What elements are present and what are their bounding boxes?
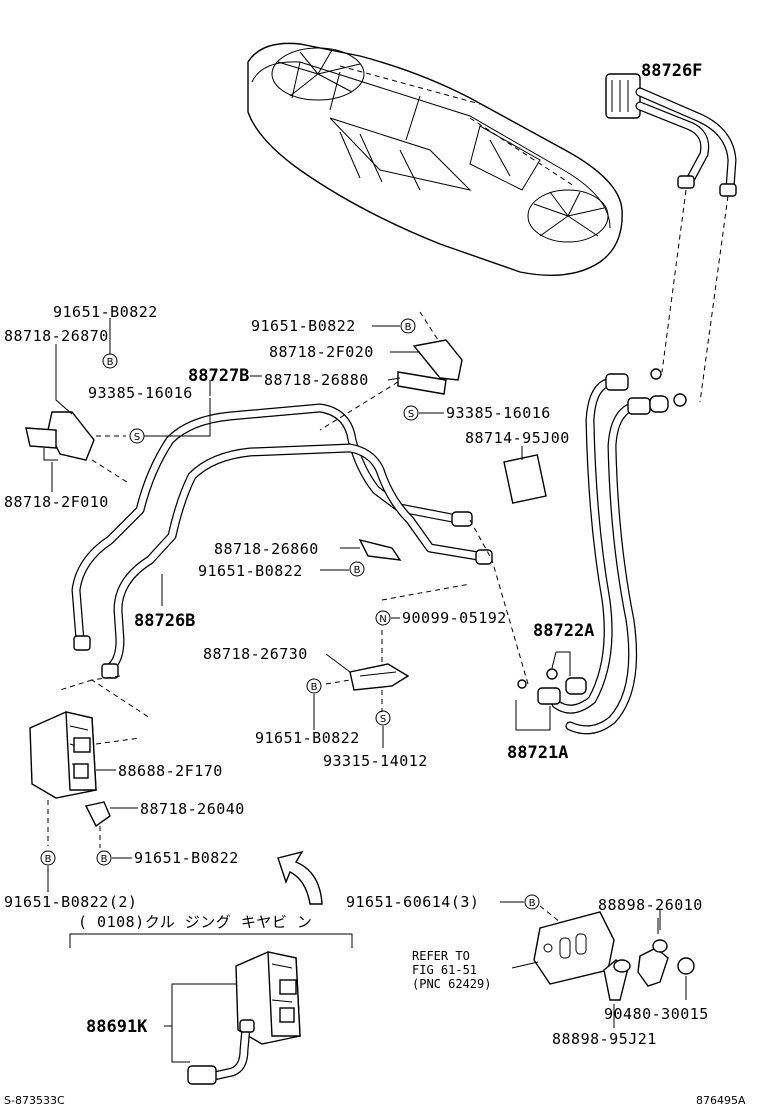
cruising-cabin-note: ( 0108)クル ジング キヤビ ン — [78, 913, 312, 931]
label-88722A: 88722A — [533, 621, 594, 641]
clamp-left — [25, 411, 131, 485]
cabin-bracket — [69, 933, 353, 948]
symbol-badges: B S B S B N B S B B B — [40, 318, 540, 910]
bolt-badge: B — [96, 850, 112, 866]
label-91651-B0822: 91651-B0822 — [198, 562, 303, 580]
svg-text:B: B — [45, 854, 52, 865]
label-88718-2F020: 88718-2F020 — [269, 343, 374, 361]
svg-text:B: B — [529, 898, 536, 909]
svg-text:N: N — [379, 614, 386, 625]
evaporator-unit — [247, 42, 623, 276]
screw-badge: S — [375, 710, 391, 726]
svg-text:S: S — [408, 409, 414, 420]
label-88718-26040: 88718-26040 — [140, 800, 245, 818]
label-91651-B0822: 91651-B0822 — [53, 303, 158, 321]
label-93385-16016: 93385-16016 — [88, 384, 193, 402]
hose-88726F — [605, 73, 737, 403]
label-91651-B0822: 91651-B0822 — [134, 849, 239, 867]
label-93385-16016: 93385-16016 — [446, 404, 551, 422]
label-88718-26860: 88718-26860 — [214, 540, 319, 558]
label-93315-14012: 93315-14012 — [323, 752, 428, 770]
label-90480-30015: 90480-30015 — [604, 1005, 709, 1023]
label-refer-to: REFER TO — [412, 949, 470, 963]
clamp-lower — [325, 583, 471, 712]
screw-badge: S — [403, 405, 419, 421]
svg-text:B: B — [101, 854, 108, 865]
label-refer-fig: FIG 61-51 — [412, 963, 477, 977]
label-88721A: 88721A — [507, 743, 568, 763]
label-90099-05192: 90099-05192 — [402, 609, 507, 627]
nut-badge: N — [375, 610, 391, 626]
bolt-badge: B — [524, 894, 540, 910]
bolt-badge: B — [102, 353, 118, 369]
label-88898-95J21: 88898-95J21 — [552, 1030, 657, 1048]
screw-badge: S — [129, 428, 145, 444]
label-88727B: 88727B — [188, 366, 249, 386]
label-88718-26730: 88718-26730 — [203, 645, 308, 663]
label-91651-B0822-2: 91651-B0822(2) — [4, 893, 137, 911]
svg-text:B: B — [405, 322, 412, 333]
label-91651-B0822: 91651-B0822 — [255, 729, 360, 747]
label-91651-60614-3: 91651-60614(3) — [346, 893, 479, 911]
label-91651-B0822: 91651-B0822 — [251, 317, 356, 335]
unit-88691K — [171, 951, 301, 1085]
label-88726B: 88726B — [134, 611, 195, 631]
pipes-right — [469, 368, 687, 735]
label-88898-26010: 88898-26010 — [598, 896, 703, 914]
svg-text:B: B — [311, 682, 318, 693]
drawing-code-right: 876495A — [696, 1094, 746, 1107]
leader-lines — [47, 318, 687, 1028]
label-88718-26880: 88718-26880 — [264, 371, 369, 389]
bolt-badge: B — [306, 678, 322, 694]
pipes-center — [71, 403, 493, 719]
label-88718-26870: 88718-26870 — [4, 327, 109, 345]
label-88714-95J00: 88714-95J00 — [465, 429, 570, 447]
bolt-badge: B — [400, 318, 416, 334]
direction-arrow — [277, 850, 323, 905]
cooler-panel — [533, 905, 695, 1001]
unit-88688 — [29, 679, 141, 848]
label-88718-2F010: 88718-2F010 — [4, 493, 109, 511]
bolt-badge: B — [40, 850, 56, 866]
label-88688-2F170: 88688-2F170 — [118, 762, 223, 780]
clamp-mid — [358, 538, 402, 561]
bolt-badge: B — [349, 561, 365, 577]
svg-text:S: S — [134, 432, 140, 443]
label-88726F: 88726F — [641, 61, 702, 81]
svg-text:B: B — [107, 357, 114, 368]
svg-text:S: S — [380, 714, 386, 725]
label-88691K: 88691K — [86, 1017, 148, 1037]
label-refer-pnc: (PNC 62429) — [412, 977, 491, 991]
clamp-top — [319, 311, 463, 431]
drawing-code-left: S-873533C — [4, 1094, 65, 1107]
part-labels: 88726F 91651-B0822 88718-26870 93385-160… — [4, 61, 746, 1107]
seal-pad-88714 — [503, 454, 547, 504]
svg-text:B: B — [354, 565, 361, 576]
